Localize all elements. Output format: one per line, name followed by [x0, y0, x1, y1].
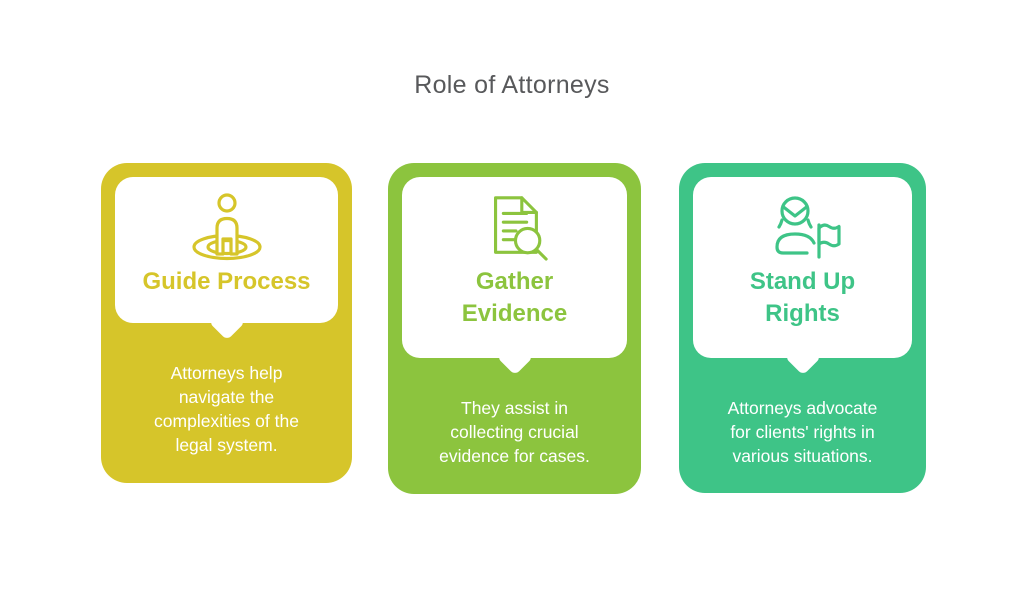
card-body: Attorneys advocate for clients' rights i…	[689, 375, 916, 488]
card-bubble-panel: Stand Up Rights	[693, 177, 912, 376]
card-body-text: They assist in collecting crucial eviden…	[439, 398, 590, 466]
card-title: Guide Process	[142, 268, 311, 295]
bubble-tail	[208, 303, 245, 341]
page-title: Role of Attorneys	[414, 71, 610, 99]
card-body-text: Attorneys help navigate the complexities…	[154, 362, 299, 455]
card-bubble-panel: Gather Evidence	[402, 177, 627, 376]
document-search-icon	[493, 196, 548, 261]
card-body: They assist in collecting crucial eviden…	[398, 375, 631, 489]
person-target-icon	[191, 193, 262, 261]
card-body-text: Attorneys advocate for clients' rights i…	[727, 397, 878, 466]
bubble-tail	[784, 338, 821, 376]
card-body: Attorneys help navigate the complexities…	[111, 339, 342, 478]
card-bubble-panel: Guide Process	[115, 177, 338, 341]
card-guide-process: Guide Process Attorneys help navigate th…	[101, 163, 352, 483]
person-flag-icon	[774, 196, 841, 259]
card-title: Gather Evidence	[461, 268, 568, 327]
bubble-tail	[496, 338, 533, 376]
card-gather-evidence: Gather Evidence They assist in collectin…	[388, 163, 641, 494]
card-title: Stand Up Rights	[749, 268, 856, 327]
card-stand-up-rights: Stand Up Rights Attorneys advocate for c…	[679, 163, 926, 493]
